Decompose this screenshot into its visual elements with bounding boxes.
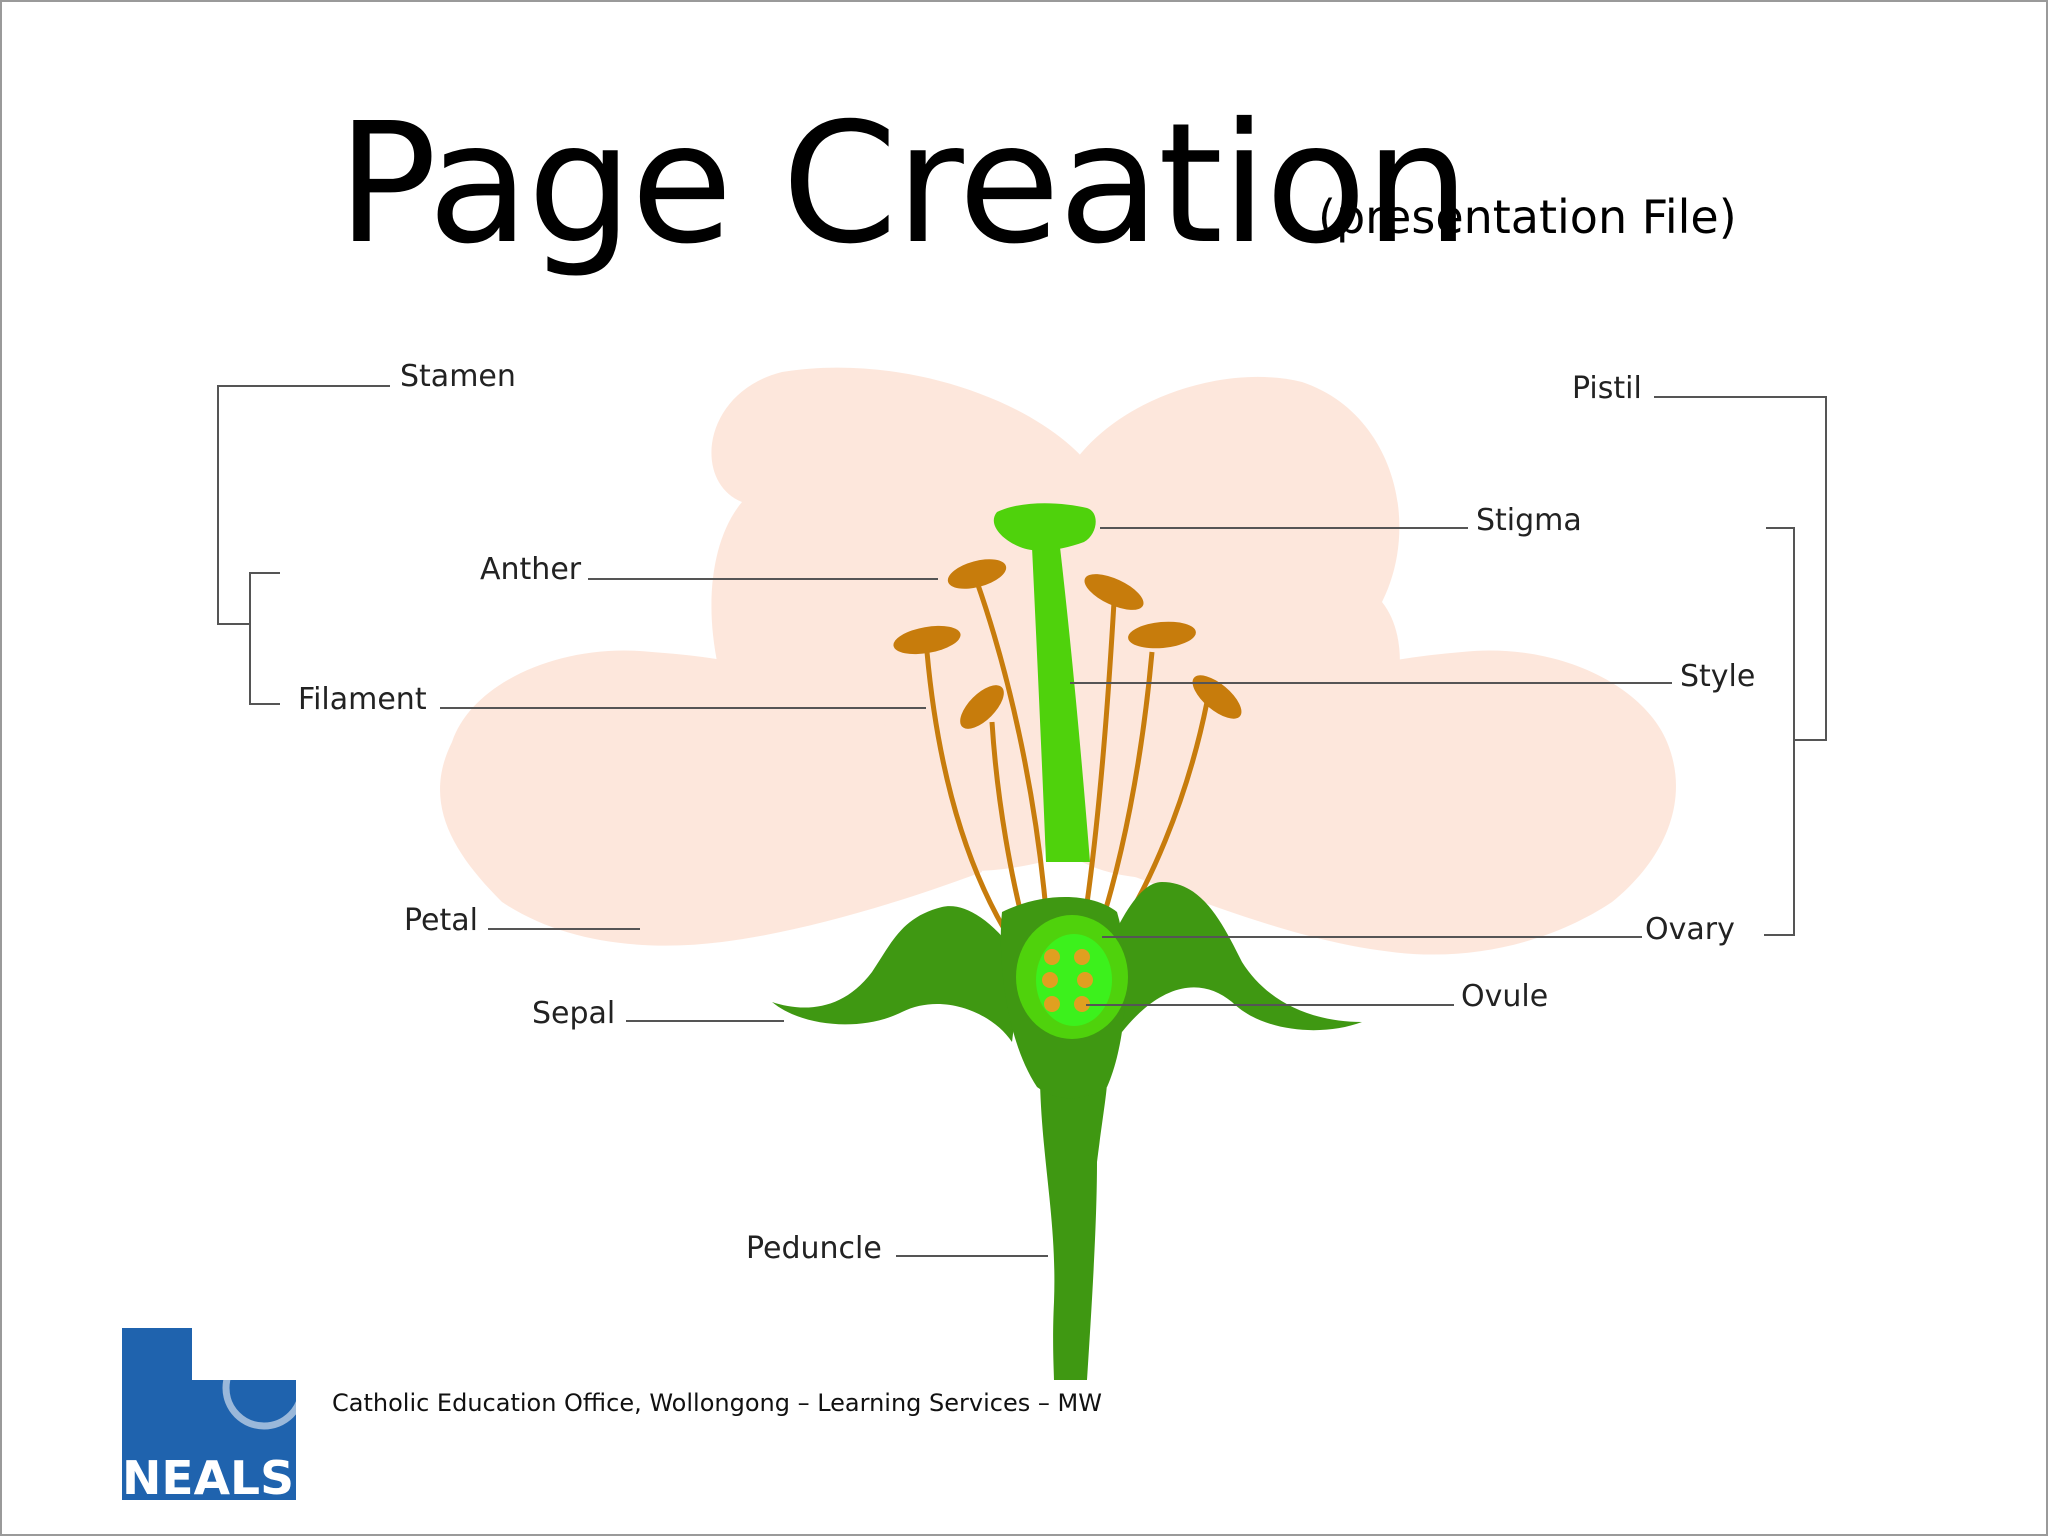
- ovule-1: [1044, 949, 1060, 965]
- filament-4: [1079, 601, 1117, 938]
- filament-1: [924, 651, 1015, 944]
- stamen-sub-bracket: [249, 572, 280, 705]
- petal-right: [1122, 650, 1676, 955]
- label-petal: Petal: [404, 903, 478, 938]
- ovule-2: [1074, 949, 1090, 965]
- ovule-3: [1042, 972, 1058, 988]
- sepal-right: [1102, 882, 1362, 1032]
- label-stamen: Stamen: [400, 359, 516, 394]
- neals-logo-icon: NEALS: [122, 1328, 306, 1505]
- ovule-6: [1074, 996, 1090, 1012]
- sepal-left: [772, 906, 1022, 1042]
- label-sepal: Sepal: [532, 996, 615, 1031]
- pistil-bracket: [1654, 396, 1827, 741]
- anther-6: [1192, 675, 1242, 719]
- footer-credit: Catholic Education Office, Wollongong – …: [332, 1389, 1102, 1417]
- label-style: Style: [1680, 659, 1755, 694]
- filament-2: [974, 581, 1050, 923]
- stamen-bracket: [217, 385, 390, 625]
- pistil-sub-bracket: [1764, 527, 1795, 936]
- petal-left: [440, 650, 982, 946]
- logo-ring: [222, 1346, 306, 1430]
- labels: Stamen Anther Filament Petal Sepal Pedun…: [298, 359, 1755, 1266]
- style: [1032, 547, 1090, 862]
- stigma: [993, 503, 1096, 551]
- logo-text: NEALS: [122, 1451, 294, 1505]
- ovule-4: [1077, 972, 1093, 988]
- anther-2: [947, 559, 1007, 589]
- label-stigma: Stigma: [1476, 503, 1582, 538]
- label-ovule: Ovule: [1461, 979, 1548, 1014]
- ovules: [1042, 949, 1093, 1012]
- label-filament: Filament: [298, 682, 427, 717]
- label-pistil: Pistil: [1572, 371, 1642, 406]
- anther-1: [893, 625, 961, 655]
- label-peduncle: Peduncle: [746, 1231, 882, 1266]
- leader-lines: [217, 385, 1827, 1257]
- anther-3: [960, 685, 1004, 729]
- page-title: Page Creation: [337, 88, 1470, 281]
- label-anther: Anther: [480, 552, 582, 587]
- anther-5: [1128, 621, 1196, 649]
- label-ovary: Ovary: [1645, 912, 1735, 947]
- petals: [440, 367, 1676, 955]
- anthers: [893, 559, 1242, 729]
- peduncle-stem: [1040, 1082, 1107, 1380]
- anther-4: [1084, 574, 1144, 610]
- page-subtitle: (presentation File): [1318, 190, 1737, 244]
- ovule-5: [1044, 996, 1060, 1012]
